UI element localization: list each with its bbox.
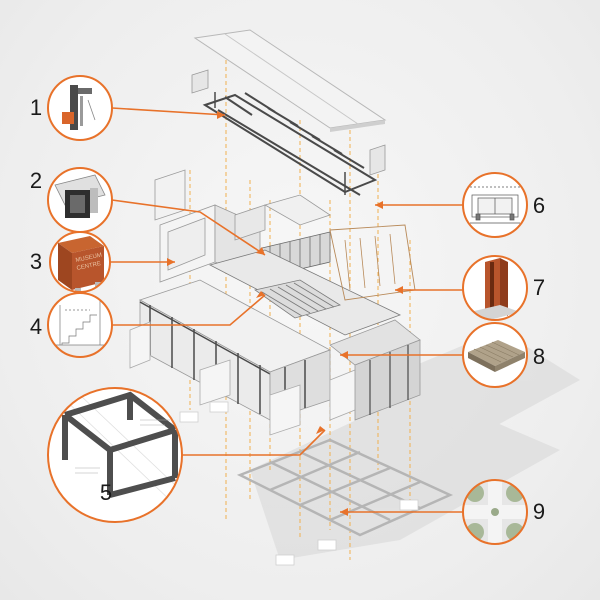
detail-circle-2[interactable] <box>47 167 113 233</box>
roof-end-panel <box>191 69 209 94</box>
callout-number-4: 4 <box>29 314 43 339</box>
callout-number-2: 2 <box>29 168 43 193</box>
roof-layer <box>193 29 387 132</box>
detail-circle-5[interactable] <box>47 387 183 523</box>
callout-number-7: 7 <box>532 275 546 300</box>
callout-number-9: 9 <box>532 499 546 524</box>
roof-end-panel-right <box>369 144 386 176</box>
callout-number-8: 8 <box>532 344 546 369</box>
leader-arrowheads <box>167 111 403 516</box>
detail-circle-3[interactable] <box>49 231 111 294</box>
detail-circle-1[interactable] <box>47 75 113 141</box>
leader-lines <box>110 107 463 513</box>
detail-circle-8[interactable] <box>462 322 528 388</box>
detail-circle-6[interactable] <box>462 172 528 238</box>
roof-frame <box>202 92 378 196</box>
callout-number-5: 5 <box>99 480 113 505</box>
roof-fascia <box>330 120 385 132</box>
callout-number-6: 6 <box>532 193 546 218</box>
signage-text-line-2: CENTRE <box>76 261 101 272</box>
right-structure <box>329 319 421 421</box>
footings <box>179 401 419 566</box>
callout-number-3: 3 <box>29 249 43 274</box>
callout-number-1: 1 <box>29 95 43 120</box>
stair-floor-layer <box>208 224 416 336</box>
detail-circle-7[interactable] <box>462 255 528 321</box>
detail-circle-9[interactable] <box>462 479 528 545</box>
detail-circle-4[interactable] <box>47 292 113 358</box>
signage-text-line-1: MUSEUM <box>75 253 102 264</box>
